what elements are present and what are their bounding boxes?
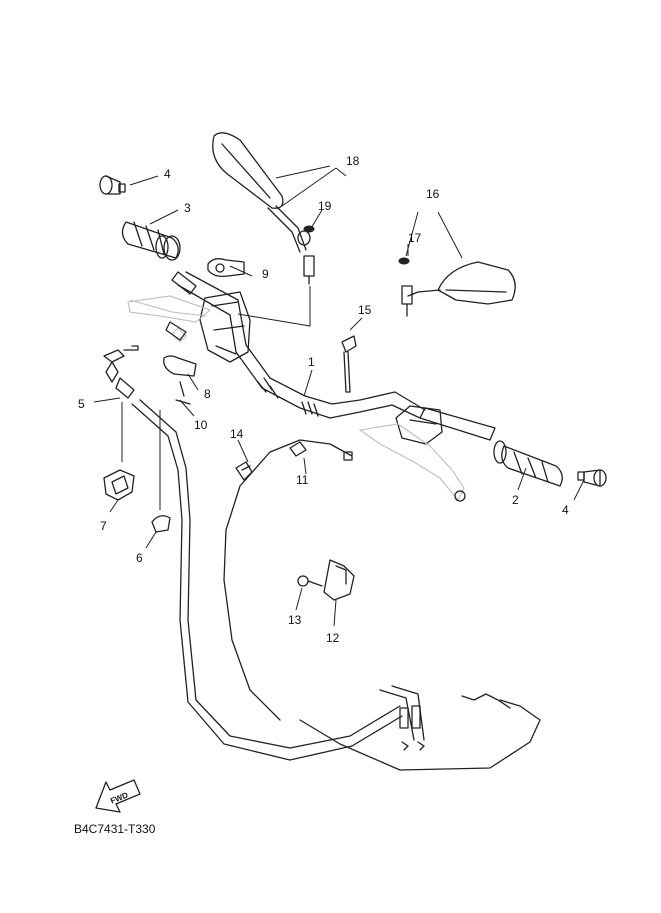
cable-clamp-7: [103, 469, 135, 501]
right-mirror: [398, 257, 516, 317]
cable-tie: [341, 335, 357, 393]
callout-4-left: 4: [164, 167, 171, 181]
callout-9: 9: [262, 267, 269, 281]
right-switch-housing: [358, 405, 466, 502]
handlebar: [177, 271, 496, 441]
callout-10: 10: [194, 418, 208, 432]
callout-19: 19: [318, 199, 332, 213]
callout-17: 17: [408, 231, 422, 245]
callout-3: 3: [184, 201, 191, 215]
callout-8: 8: [204, 387, 211, 401]
left-grip: [121, 221, 197, 295]
callout-14: 14: [230, 427, 244, 441]
lever-holder: [163, 355, 197, 405]
right-bar-end: [577, 469, 607, 487]
fwd-arrow: FWD: [95, 779, 141, 813]
callout-6: 6: [136, 551, 143, 565]
cable-11: [223, 439, 353, 721]
left-holder-clamp: [207, 258, 245, 278]
callout-7: 7: [100, 519, 107, 533]
right-grip: [493, 440, 563, 487]
callout-4-right: 4: [562, 503, 569, 517]
callout-12: 12: [326, 631, 340, 645]
drawing-code: B4C7431-T330: [74, 822, 156, 836]
callout-13: 13: [288, 613, 302, 627]
callout-5: 5: [78, 397, 85, 411]
left-mirror: [212, 132, 315, 285]
fwd-label: FWD: [109, 790, 129, 805]
start-switch: [103, 345, 139, 399]
callout-2: 2: [512, 493, 519, 507]
throttle-cables: [131, 399, 541, 771]
left-lever: [129, 299, 207, 341]
bracket-12: [323, 559, 355, 601]
callout-11: 11: [296, 473, 309, 487]
leader-lines: [93, 165, 585, 627]
band-14: [235, 461, 253, 481]
left-bar-end: [99, 175, 126, 195]
callout-16: 16: [426, 187, 440, 201]
bolt-13: [297, 575, 323, 587]
cable-clamp-6: [151, 515, 171, 533]
callout-15: 15: [358, 303, 372, 317]
callout-1: 1: [308, 355, 315, 369]
callout-labels: 1 2 3 4 4 5 6 7 8 9 10 11 12 13 14 15 16…: [78, 154, 569, 645]
callout-18: 18: [346, 154, 360, 168]
left-switch-housing: [127, 291, 251, 363]
